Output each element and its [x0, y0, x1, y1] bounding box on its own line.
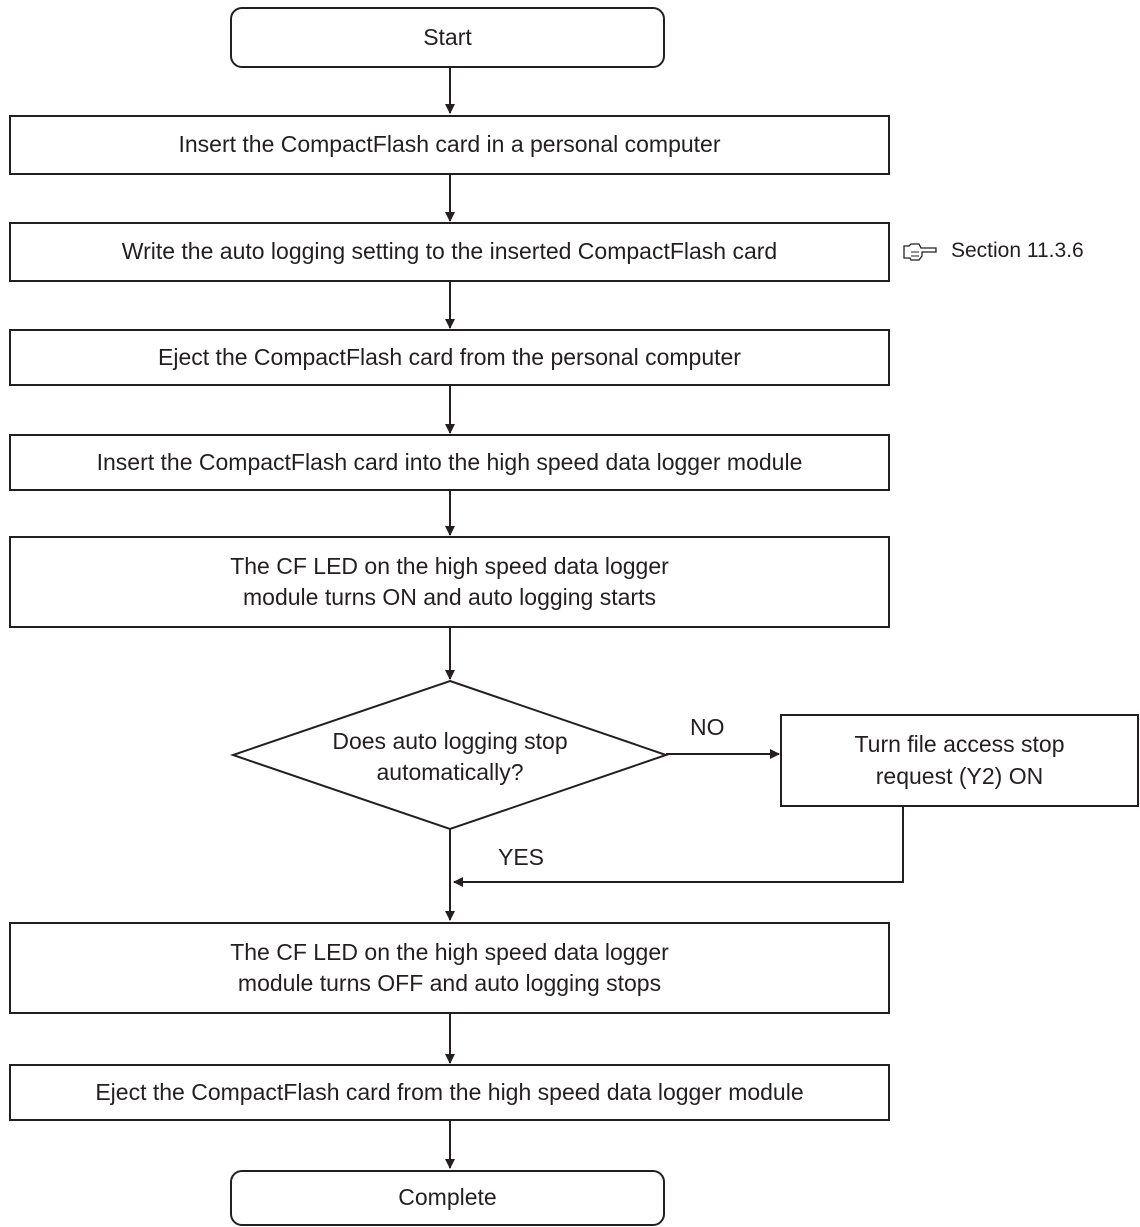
decision-line1: Does auto logging stop	[332, 728, 568, 754]
step-label: Eject the CompactFlash card from the hig…	[95, 1078, 804, 1105]
yes-label: YES	[498, 844, 545, 870]
complete-terminal: Complete	[230, 1170, 665, 1226]
section-reference-text: Section 11.3.6	[951, 239, 1084, 262]
no-label: NO	[690, 714, 725, 740]
step-label-line1: The CF LED on the high speed data logger	[230, 552, 669, 579]
step-label: Eject the CompactFlash card from the per…	[158, 343, 741, 370]
step-led-on: The CF LED on the high speed data logger…	[9, 536, 890, 628]
complete-label: Complete	[398, 1184, 497, 1211]
step-label: Insert the CompactFlash card in a person…	[178, 131, 721, 158]
step-label: Insert the CompactFlash card into the hi…	[96, 448, 803, 475]
pointing-hand-icon	[903, 243, 937, 261]
start-terminal: Start	[230, 7, 665, 68]
arrow-stop-request-return	[453, 806, 904, 887]
step-eject-card-pc: Eject the CompactFlash card from the per…	[9, 329, 890, 386]
step-label-line2: module turns OFF and auto logging stops	[237, 970, 662, 996]
step-eject-card-module: Eject the CompactFlash card from the hig…	[9, 1064, 890, 1121]
step-label-line2: request (Y2) ON	[875, 762, 1044, 789]
step-label: Write the auto logging setting to the in…	[121, 238, 778, 265]
step-label-line1: Turn file access stop	[854, 731, 1065, 758]
step-stop-request: Turn file access stop request (Y2) ON	[780, 714, 1139, 807]
step-led-off: The CF LED on the high speed data logger…	[9, 922, 890, 1014]
section-reference: Section 11.3.6	[903, 239, 1084, 263]
step-insert-card-pc: Insert the CompactFlash card in a person…	[9, 115, 890, 175]
step-label-line1: The CF LED on the high speed data logger	[230, 938, 669, 965]
decision-question: Does auto logging stop automatically?	[265, 726, 635, 788]
step-label-line2: module turns ON and auto logging starts	[243, 584, 656, 610]
start-label: Start	[423, 23, 472, 50]
step-insert-card-module: Insert the CompactFlash card into the hi…	[9, 434, 890, 491]
step-write-auto-logging: Write the auto logging setting to the in…	[9, 222, 890, 282]
decision-diamond	[229, 679, 670, 831]
decision-line2: automatically?	[376, 759, 524, 786]
